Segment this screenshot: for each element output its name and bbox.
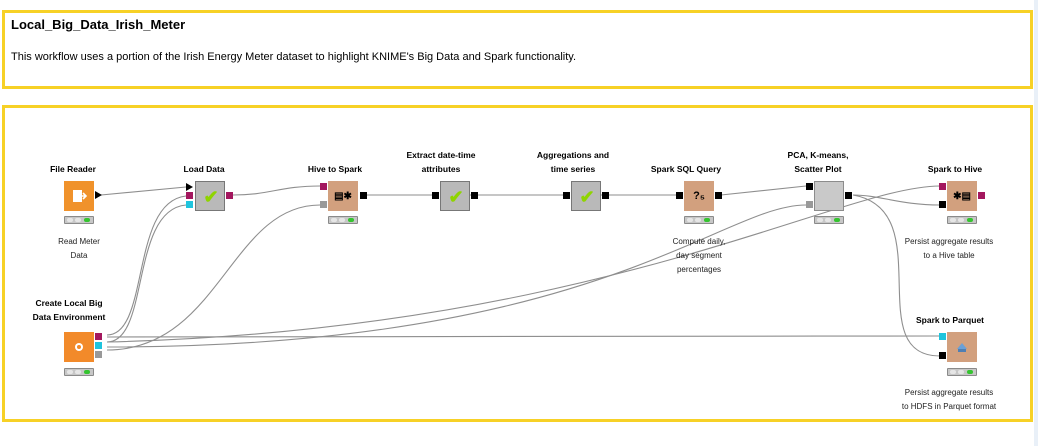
file-reader-icon: [64, 181, 94, 211]
create-env-out-port-3[interactable]: [95, 351, 102, 358]
load-data-out-port[interactable]: [226, 192, 233, 199]
spark-sql-out-port[interactable]: [715, 192, 722, 199]
workflow-description: This workflow uses a portion of the Iris…: [11, 51, 577, 63]
spark-to-hive-in-port-1[interactable]: [939, 183, 946, 190]
component-icon: [815, 182, 845, 212]
pca-title: PCA, K-means, Scatter Plot: [787, 150, 849, 174]
hive-to-spark-out-port[interactable]: [360, 192, 367, 199]
hive-to-spark-node[interactable]: ▤✱: [328, 181, 358, 211]
workflow-annotation-main[interactable]: [2, 105, 1033, 422]
connection-sql-pca: [720, 185, 807, 196]
spark-sql-in-port[interactable]: [676, 192, 683, 199]
extract-datetime-out-port[interactable]: [471, 192, 478, 199]
sql-icon: ?₅: [693, 190, 705, 202]
environment-icon: [64, 332, 94, 362]
scrollbar-track[interactable]: [1034, 0, 1038, 446]
pca-out-port[interactable]: [845, 192, 852, 199]
connection-env-load-2: [106, 204, 187, 343]
create-env-title: Create Local Big Data Environment: [32, 298, 106, 322]
connection-pca-hive: [852, 194, 941, 206]
connection-load-hive: [232, 185, 321, 196]
extract-datetime-node[interactable]: ✔: [440, 181, 470, 211]
spark-to-parquet-comment: Persist aggregate results to HDFS in Par…: [901, 388, 997, 411]
aggregations-out-port[interactable]: [602, 192, 609, 199]
metanode-check-icon: ✔: [448, 186, 464, 207]
spark-to-hive-comment: Persist aggregate results to a Hive tabl…: [904, 237, 994, 260]
spark-to-parquet-title: Spark to Parquet: [915, 315, 985, 325]
spark-sql-comment: Compute daily, day segment percentages: [672, 237, 726, 274]
extract-datetime-title: Extract date-time attributes: [406, 150, 476, 174]
parquet-icon: [947, 332, 977, 362]
metanode-check-icon: ✔: [579, 186, 595, 207]
hive-to-spark-title: Hive to Spark: [307, 164, 363, 174]
create-env-out-port-2[interactable]: [95, 342, 102, 349]
create-env-node[interactable]: [64, 332, 94, 362]
file-reader-out-port[interactable]: [95, 191, 102, 199]
pca-in-port-1[interactable]: [806, 183, 813, 190]
spark-to-parquet-status: [947, 368, 977, 376]
connection-env-hive: [106, 204, 321, 351]
spark-to-hive-title: Spark to Hive: [927, 164, 983, 174]
spark-sql-title: Spark SQL Query: [650, 164, 722, 174]
file-reader-comment: Read Meter Data: [58, 237, 100, 260]
create-env-out-port-1[interactable]: [95, 333, 102, 340]
pca-in-port-2[interactable]: [806, 201, 813, 208]
spark-to-parquet-node[interactable]: [947, 332, 977, 362]
spark-to-hive-in-port-2[interactable]: [939, 201, 946, 208]
metanode-check-icon: ✔: [203, 186, 219, 207]
create-env-status: [64, 368, 94, 376]
file-reader-node[interactable]: [64, 181, 94, 211]
load-data-in-port-2[interactable]: [186, 201, 193, 208]
hive-to-spark-in-port-2[interactable]: [320, 201, 327, 208]
load-data-node[interactable]: ✔: [195, 181, 225, 211]
aggregations-node[interactable]: ✔: [571, 181, 601, 211]
spark-to-parquet-in-port-1[interactable]: [939, 333, 946, 340]
spark-to-hive-status: [947, 216, 977, 224]
load-data-in-flow[interactable]: [186, 183, 193, 191]
spark-icon: ✱▤: [953, 190, 971, 202]
pca-status: [814, 216, 844, 224]
hive-to-spark-in-port-1[interactable]: [320, 183, 327, 190]
spark-to-hive-node[interactable]: ✱▤: [947, 181, 977, 211]
pca-component-node[interactable]: [814, 181, 844, 211]
extract-datetime-in-port[interactable]: [432, 192, 439, 199]
hive-to-spark-status: [328, 216, 358, 224]
connection-pca-parquet: [852, 194, 941, 357]
connection-env-load-1: [106, 195, 187, 336]
spark-icon: ▤✱: [334, 190, 352, 202]
spark-to-parquet-in-port-2[interactable]: [939, 352, 946, 359]
load-data-in-port-1[interactable]: [186, 192, 193, 199]
spark-sql-node[interactable]: ?₅: [684, 181, 714, 211]
connection-reader-load: [100, 186, 187, 196]
aggregations-title: Aggregations and time series: [536, 150, 610, 174]
file-reader-title: File Reader: [50, 164, 96, 174]
workflow-annotation-top[interactable]: Local_Big_Data_Irish_Meter This workflow…: [2, 10, 1033, 89]
spark-sql-status: [684, 216, 714, 224]
file-reader-status: [64, 216, 94, 224]
load-data-title: Load Data: [183, 164, 225, 174]
connection-env-sparkhive: [106, 185, 941, 343]
spark-to-hive-out-port[interactable]: [978, 192, 985, 199]
aggregations-in-port[interactable]: [563, 192, 570, 199]
workflow-title: Local_Big_Data_Irish_Meter: [11, 17, 186, 32]
connection-env-parquet: [106, 335, 941, 338]
